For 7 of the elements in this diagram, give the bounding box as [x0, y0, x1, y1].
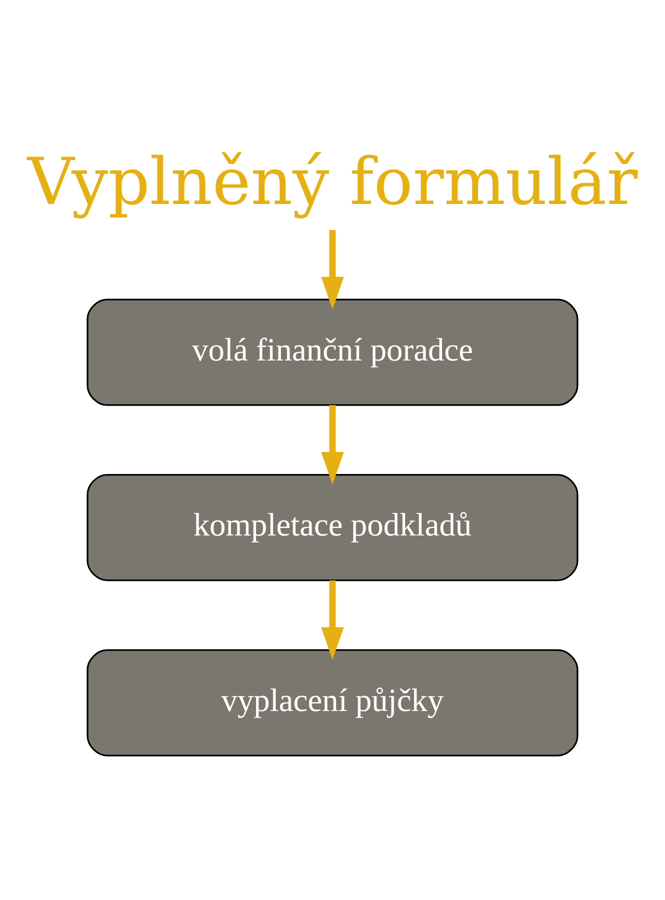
arrow [321, 580, 344, 660]
node-box: kompletace podkladů [86, 474, 578, 581]
arrow [321, 404, 344, 484]
arrow [321, 230, 344, 309]
node-box: volá finanční poradce [86, 298, 578, 406]
node-text: Vyplněný formulář [27, 144, 638, 220]
node-box: vyplacení půjčky [86, 648, 578, 756]
